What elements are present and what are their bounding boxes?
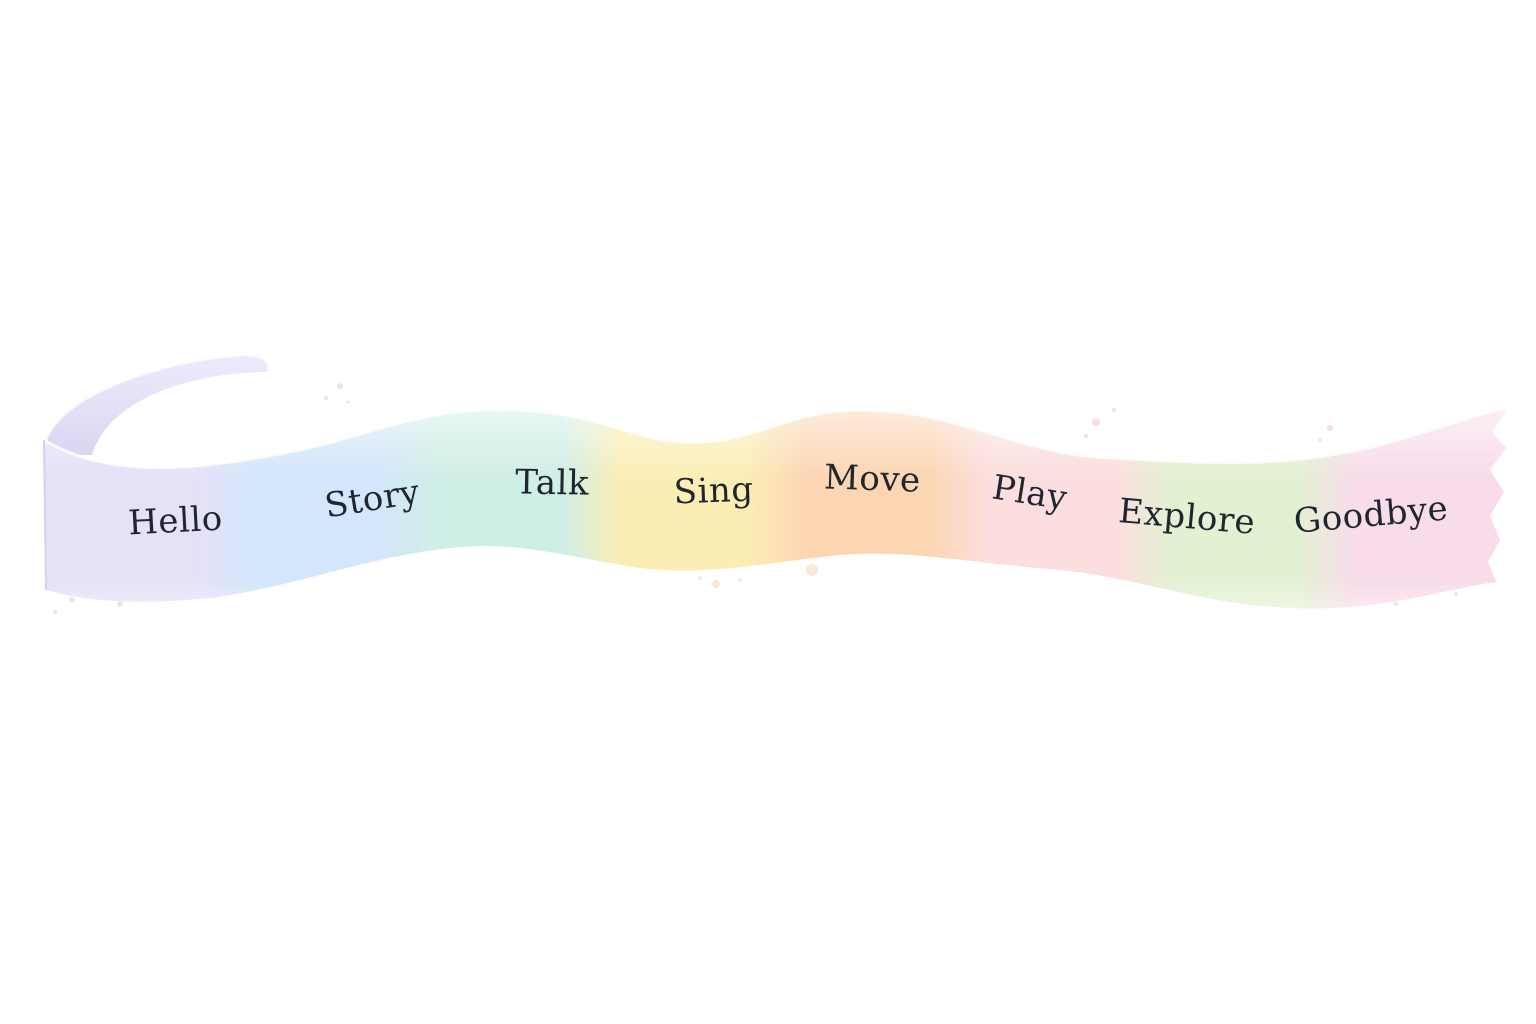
segment-label-hello: Hello (127, 499, 223, 544)
ribbon-curl (43, 354, 269, 455)
ribbon-shine (44, 408, 1508, 609)
segment-label-sing: Sing (673, 470, 754, 513)
ribbon-top-edge (43, 406, 1509, 469)
segment-label-move: Move (823, 457, 921, 500)
ribbon-curl-edge (42, 353, 271, 456)
ribbon-left-edge (43, 439, 47, 591)
segment-label-talk: Talk (515, 462, 589, 503)
